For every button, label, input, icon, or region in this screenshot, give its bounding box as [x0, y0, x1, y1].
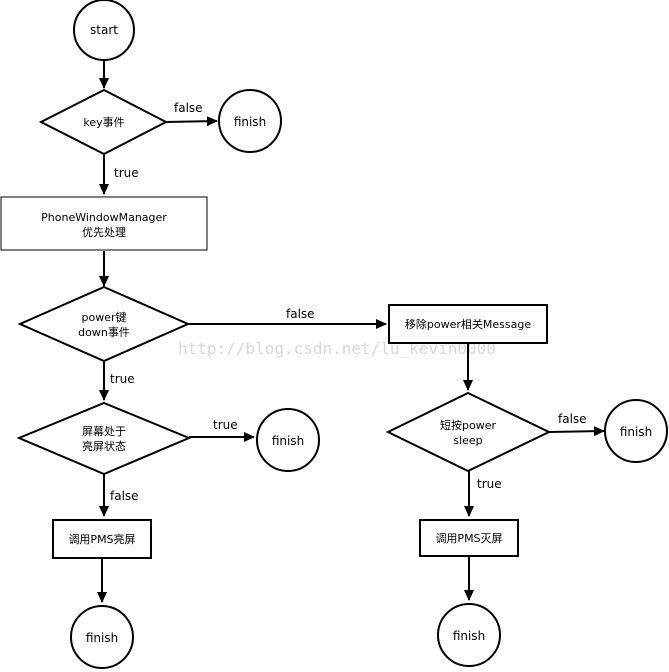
short-press-decision — [385, 391, 552, 473]
screen-on-label-1: 屏幕处于 — [82, 424, 126, 438]
short-press-label-2: sleep — [453, 434, 482, 447]
phone-window-manager-label-1: PhoneWindowManager — [41, 211, 167, 224]
finish-screen-label: finish — [272, 434, 304, 448]
start-label: start — [90, 23, 118, 37]
finish-bottom-left-label: finish — [86, 631, 118, 645]
screen-on-decision — [16, 401, 192, 476]
key-event-decision — [38, 88, 169, 156]
short-press-label-1: 短按power — [440, 418, 496, 432]
edge-label-power-false: false — [286, 307, 315, 321]
edge-label-short-false: false — [558, 412, 587, 426]
edge-key-false — [165, 116, 218, 127]
finish-short-node — [604, 399, 668, 463]
edge-label-key-false: false — [174, 101, 203, 115]
power-down-label-1: power键 — [82, 310, 127, 324]
finish-bottom-right-node — [437, 603, 501, 667]
pms-screen-off-label: 调用PMS灭屏 — [435, 532, 502, 545]
finish-bottom-left-node — [70, 605, 134, 669]
remove-message-box — [388, 304, 548, 344]
screen-on-label-2: 亮屏状态 — [82, 439, 126, 453]
remove-message-label: 移除power相关Message — [405, 317, 531, 331]
power-down-decision — [17, 285, 191, 363]
edge-short-false — [548, 426, 605, 437]
pms-screen-on-label: 调用PMS亮屏 — [68, 532, 135, 546]
start-node — [73, 0, 135, 61]
finish-screen-node — [256, 408, 320, 472]
edge-label-key-true: true — [114, 166, 139, 180]
finish-short-label: finish — [620, 425, 652, 439]
pms-screen-off-box — [419, 519, 519, 557]
edge-label-short-true: true — [477, 477, 502, 491]
pms-screen-on-box — [52, 519, 152, 559]
edge-label-screen-false: false — [110, 489, 139, 503]
edge-label-screen-true: true — [213, 418, 238, 432]
phone-window-manager-box — [0, 196, 208, 251]
finish-bottom-right-label: finish — [453, 629, 485, 643]
phone-window-manager-label-2: 优先处理 — [82, 226, 126, 239]
power-down-label-2: down事件 — [78, 326, 130, 339]
key-event-label: key事件 — [83, 116, 124, 129]
edge-label-power-true: true — [110, 372, 135, 386]
finish-key-node — [218, 89, 282, 153]
finish-key-label: finish — [234, 115, 266, 129]
